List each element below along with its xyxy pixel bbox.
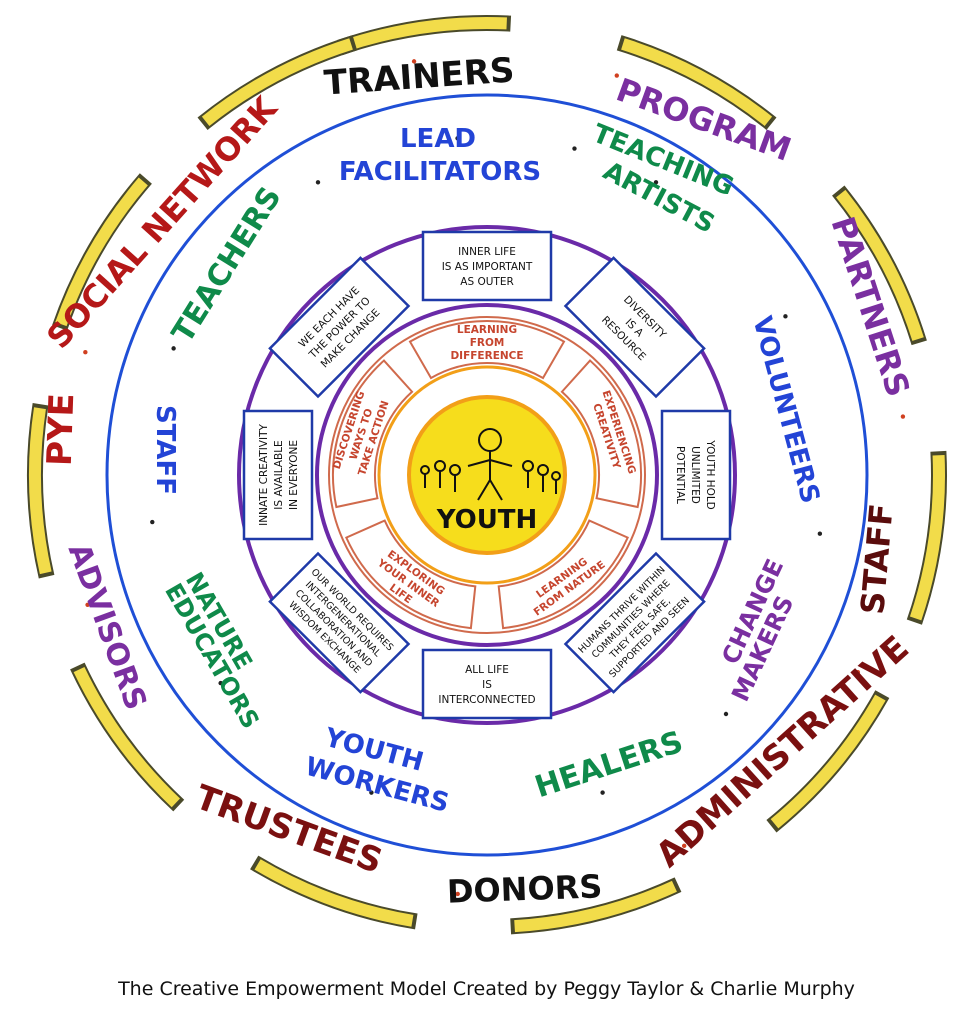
separator-dot (150, 519, 155, 525)
ring-label: DONORS (446, 867, 603, 910)
separator-dot (600, 790, 605, 795)
value-box-line: INTERCONNECTED (438, 694, 535, 706)
separator-dot (681, 843, 687, 849)
separator-dot (198, 165, 203, 171)
value-box-line: AS OUTER (460, 276, 513, 288)
ring-label: ADMINISTRATIVE (648, 628, 916, 875)
separator-dot (411, 59, 417, 64)
outer-band-fill (836, 189, 924, 341)
separator-dot (171, 346, 176, 351)
outer-band-fill (29, 407, 52, 575)
ring-label: STAFF (150, 405, 180, 495)
purple-ring-outer (237, 225, 737, 725)
separator-dot (572, 146, 577, 151)
inner-segment-line: DIFFERENCE (450, 350, 523, 362)
value-box-frame (563, 256, 706, 399)
center-circle (407, 395, 567, 555)
value-box-line: INNATE CREATIVITY (258, 424, 270, 526)
outer-band-fill (254, 859, 414, 927)
orange-ring (377, 365, 597, 585)
outer-band-fill (341, 17, 507, 53)
caption: The Creative Empowerment Model Created b… (118, 978, 855, 1000)
separator-dot (455, 891, 460, 897)
inner-segment-box (408, 320, 566, 380)
value-box-frame (660, 409, 732, 541)
purple-ring-inner (315, 303, 659, 647)
value-box-line: ALL LIFE (465, 664, 509, 676)
youth-center: YOUTH (407, 395, 567, 555)
value-box: INNER LIFE IS AS IMPORTANT AS OUTER (421, 230, 553, 302)
value-box-line: IS AS IMPORTANT (442, 261, 533, 273)
separator-dot (817, 531, 823, 536)
ring-label: FACILITATORS (339, 157, 541, 187)
value-box-frame (268, 551, 411, 694)
outer-band-fill (201, 38, 353, 126)
ring-label: PYE (40, 393, 83, 467)
separator-dot (369, 790, 374, 795)
separator-dot (723, 711, 729, 717)
outer-band-fill (621, 38, 773, 126)
inner-segment-box (344, 519, 477, 630)
separator-dot (218, 680, 223, 686)
separator-dot (783, 314, 788, 319)
ring-dots (83, 59, 906, 897)
ring-label: HEALERS (531, 725, 687, 806)
value-box-frame (268, 256, 411, 399)
red-ring (328, 316, 646, 634)
outer-band-fill (55, 177, 148, 327)
value-box-line: UNLIMITED (689, 446, 701, 504)
inner-segment-box (497, 519, 630, 630)
separator-dot (614, 73, 619, 78)
value-box-frame (421, 648, 553, 720)
separator-dot (83, 350, 88, 355)
center-label: YOUTH (436, 505, 538, 535)
outer-yellow-ring (27, 15, 947, 935)
value-box-frame (563, 551, 706, 694)
ring-label: STAFF (853, 502, 901, 616)
separator-dot (653, 180, 659, 185)
outer-band-fill (514, 880, 677, 933)
youth-figures-icon (420, 428, 561, 501)
separator-dot (315, 180, 321, 185)
inner-segment-box (332, 359, 414, 509)
outer-band-fill (909, 455, 945, 621)
value-box-line: INNER LIFE (458, 246, 516, 258)
inner-segment-line: LEARNING (457, 324, 517, 336)
outer-band-fill (770, 694, 886, 829)
value-box-line: IS AVAILABLE (273, 440, 285, 509)
value-box: ALL LIFE IS INTERCONNECTED (421, 648, 553, 720)
inner-segments: LEARNINGFROMDIFFERENCEEXPERIENCINGCREATI… (331, 320, 642, 630)
value-box-line: YOUTH HOLD (704, 439, 716, 510)
separator-dot (900, 414, 906, 419)
value-box-frame (421, 230, 553, 302)
inner-segment-box (560, 359, 642, 509)
outer-band-fill (73, 667, 180, 808)
value-box-line: IS (482, 679, 492, 691)
ring-label: LEAD (400, 124, 476, 154)
value-box-line: IN EVERYONE (288, 440, 300, 510)
separator-dot (855, 669, 861, 675)
inner-segment-line: FROM (470, 337, 505, 349)
blue-ring (105, 93, 869, 857)
separator-dot (226, 803, 231, 809)
separator-dot (85, 602, 90, 607)
value-box-frame (242, 409, 314, 541)
value-box-line: POTENTIAL (674, 446, 686, 504)
ring-label: VOLUNTEERS (746, 313, 825, 507)
separator-dot (455, 136, 460, 141)
